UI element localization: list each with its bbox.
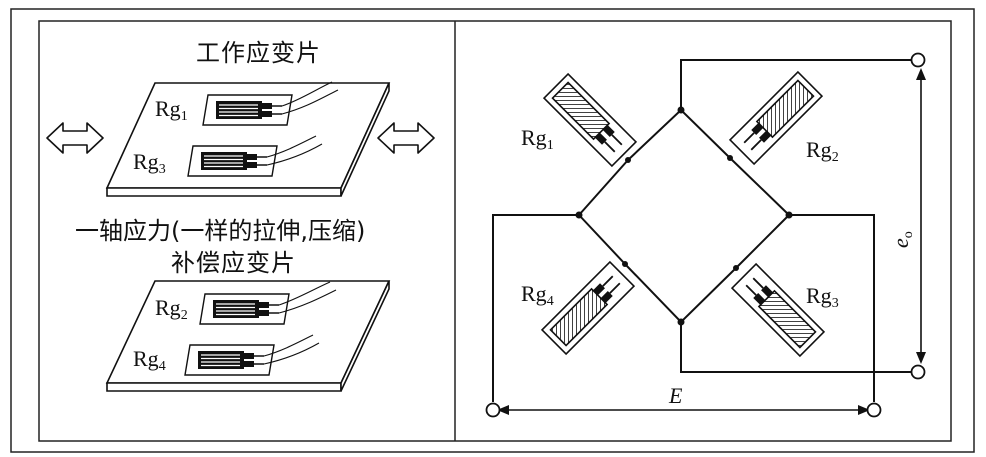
bridge-gauge-label-rg3: Rg3: [806, 283, 839, 311]
working-gauge-title: 工作应变片: [196, 39, 321, 67]
plate-gauge-label-rg2: Rg2: [155, 295, 188, 323]
outer-frame: [10, 8, 975, 453]
strain-gauge-icon: [199, 293, 290, 325]
inner-frame: [38, 20, 952, 442]
plate-gauge-label-rg4: Rg4: [133, 346, 166, 374]
output-voltage-arrow: [916, 68, 926, 364]
output-voltage-label: eo: [888, 231, 916, 248]
gauge-lead-wires: [266, 81, 339, 166]
strain-gauge-icon: [543, 73, 637, 167]
double-arrow-icon: [377, 122, 435, 154]
bridge-gauge-label-rg1: Rg1: [521, 125, 554, 153]
stress-caption: 一轴应力(一样的拉伸,压缩): [75, 217, 366, 245]
bridge-wiring: [492, 59, 913, 402]
strain-gauge-icon: [187, 145, 278, 177]
strain-gauge-icon: [184, 344, 275, 376]
strain-gauge-icon: [202, 94, 293, 126]
gauge-lead-wires: [263, 281, 337, 365]
bridge-gauge-label-rg2: Rg2: [806, 137, 839, 165]
bottom-specimen-plate: [105, 280, 391, 392]
bridge-gauge-label-rg4: Rg4: [521, 281, 554, 309]
bridge-junctions: [575, 106, 793, 326]
top-specimen-plate: [105, 82, 391, 197]
strain-gauge-icon: [541, 261, 635, 355]
plate-gauge-label-rg3: Rg3: [133, 149, 166, 177]
terminal-icon: [485, 52, 926, 418]
double-arrow-icon: [46, 122, 104, 154]
supply-voltage-arrow: [497, 405, 870, 415]
plate-gauge-label-rg1: Rg1: [155, 96, 188, 124]
compensation-gauge-title: 补偿应变片: [171, 249, 296, 277]
supply-voltage-label: E: [669, 383, 683, 408]
